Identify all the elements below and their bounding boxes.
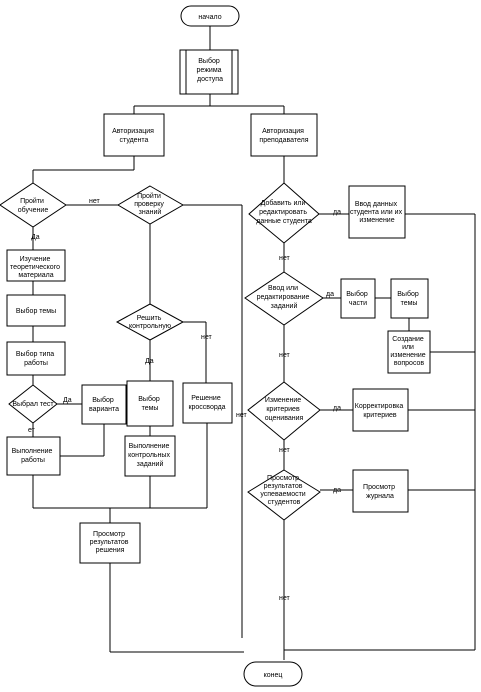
student-auth-label: Авторизация студента <box>112 128 156 144</box>
edge-label-yes-tasks: да <box>326 291 334 298</box>
study-theory-box <box>6 249 66 282</box>
end-terminator <box>243 661 303 687</box>
start-terminator <box>180 5 240 27</box>
create-questions-box <box>387 330 431 374</box>
decision-learning <box>0 182 67 228</box>
do-work-box <box>6 436 61 476</box>
decision-test <box>8 384 58 424</box>
teacher-auth-label: Авторизация преподавателя <box>259 128 308 144</box>
edge-label-no-add: нет <box>279 255 291 262</box>
topic-select-box <box>6 294 66 327</box>
decision-check-label: Пройти проверку знаний <box>134 192 166 216</box>
mode-select-box <box>179 49 239 95</box>
study-theory-label: Изучение теоретического материала <box>10 256 62 279</box>
decision-progress <box>247 469 321 521</box>
part-select-box <box>340 278 376 319</box>
mode-select-label: Выбор режима доступа <box>197 57 224 83</box>
decision-tasks <box>244 271 324 326</box>
work-type-box <box>6 341 66 376</box>
edge-label-yes-control: Да <box>145 358 154 365</box>
decision-criteria-label: Изменение критериев оценивания <box>265 397 304 422</box>
decision-control <box>115 303 185 341</box>
edge-label-no-control: нет <box>201 334 213 341</box>
edge-label-yes-criteria: да <box>333 405 341 412</box>
decision-tasks-label: Ввод или редактирование заданий <box>257 285 312 310</box>
view-results-box <box>79 522 141 564</box>
variant-select-box <box>81 384 127 425</box>
crossword-box <box>182 382 233 424</box>
connector-lines <box>32 26 476 660</box>
decision-progress-label: Просмотр результатов успеваемости студен… <box>260 475 307 506</box>
edge-label-yes-test: Да <box>63 397 72 404</box>
topic-select2-box <box>126 380 174 427</box>
decision-add-student-label: Добавить или редактировать данные студен… <box>256 199 312 225</box>
do-control-box <box>124 435 176 477</box>
decision-control-label: Решить контрольную <box>129 315 171 330</box>
end-label: конец <box>264 672 283 679</box>
work-type-label: Выбор типа работы <box>16 350 56 367</box>
decision-criteria <box>247 381 321 441</box>
do-work-label: Выполнение работы <box>12 448 55 464</box>
enter-student-label: Ввод данных студента или их изменение <box>350 201 404 224</box>
view-journal-label: Просмотр журнала <box>363 484 397 500</box>
enter-student-box <box>348 185 406 239</box>
view-journal-box <box>352 469 409 513</box>
do-control-label: Выполнение контрольных заданий <box>128 443 172 468</box>
edge-label-yes-add: да <box>333 209 341 216</box>
start-label: начало <box>198 14 221 21</box>
decision-test-label: Выбрал тест <box>12 400 54 408</box>
topic-select-label: Выбор темы <box>16 307 56 315</box>
topic-select2-label: Выбор темы <box>138 395 161 412</box>
part-select-label: Выбор части <box>346 290 369 307</box>
edge-label-yes-progress: да <box>333 487 341 494</box>
decision-check <box>117 185 185 225</box>
adjust-criteria-box <box>352 388 409 432</box>
crossword-label: Решение кроссворда <box>188 395 225 411</box>
edge-label-no-tasks: нет <box>279 352 291 359</box>
variant-select-label: Выбор варианта <box>89 396 119 413</box>
teacher-topic-box <box>390 278 429 319</box>
decision-learning-label: Пройти обучение <box>18 197 49 214</box>
edge-label-yes-learning: Да <box>31 234 40 241</box>
teacher-topic-label: Выбор темы <box>397 290 420 307</box>
edge-label-no-criteria: нет <box>279 447 291 454</box>
teacher-auth-box <box>250 113 318 157</box>
edge-label-no-progress: нет <box>279 595 291 602</box>
edge-label-no-check: нет <box>236 412 248 419</box>
student-auth-box <box>103 113 165 157</box>
decision-add-student <box>248 182 320 244</box>
view-results-label: Просмотр результатов решения <box>90 531 131 554</box>
edge-label-no-learning: нет <box>89 198 101 205</box>
adjust-criteria-label: Корректировка критериев <box>355 403 405 419</box>
create-questions-label: Создание или изменение вопросов <box>390 336 427 367</box>
edge-label-no-test: ет <box>28 427 36 434</box>
